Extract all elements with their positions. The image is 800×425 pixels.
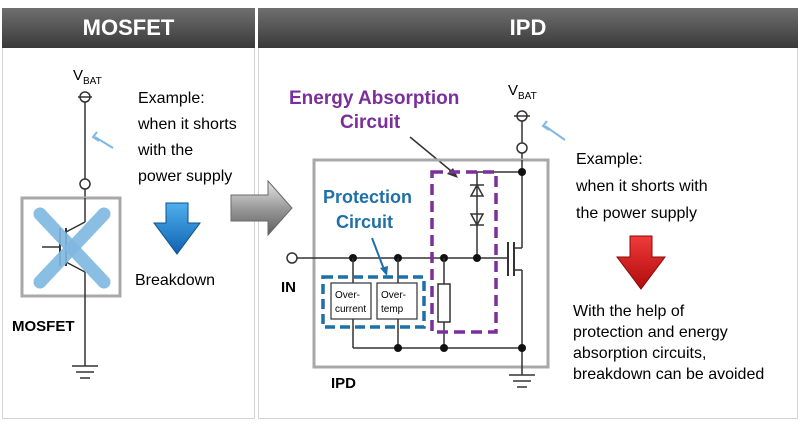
ipd-in-label: IN xyxy=(281,279,296,296)
ipd-result-line-3: absorption circuits, xyxy=(573,345,706,362)
mosfet-circuit: VBAT xyxy=(12,67,237,379)
ipd-in-terminal xyxy=(286,252,298,264)
mosfet-ground-icon xyxy=(72,365,98,379)
protection-circuit-box xyxy=(321,275,426,329)
overcurrent-line-1: Over- xyxy=(335,290,360,301)
avoided-down-arrow xyxy=(616,235,666,290)
mosfet-example-line-3: with the xyxy=(137,142,193,159)
overtemp-line-1: Over- xyxy=(381,290,406,301)
ipd-header: IPD xyxy=(258,8,798,48)
ipd-example-line-1: Example: xyxy=(576,151,643,168)
ipd-circuit: Energy Absorption Circuit VBAT xyxy=(281,82,764,392)
mosfet-panel xyxy=(2,48,255,419)
mosfet-vbat-label: VBAT xyxy=(73,67,102,87)
ipd-drain-terminal xyxy=(516,142,528,154)
ipd-panel xyxy=(258,48,798,419)
ipd-ground-icon xyxy=(509,374,535,388)
overtemp-block xyxy=(376,282,418,320)
mosfet-header-title: MOSFET xyxy=(82,15,175,40)
mosfet-device-label: MOSFET xyxy=(12,318,75,335)
protection-circuit-title-line-1: Protection xyxy=(323,187,412,207)
ipd-header-title: IPD xyxy=(509,15,547,40)
ipd-result-line-2: protection and energy xyxy=(573,324,728,341)
energy-circuit-title-line-1: Energy Absorption xyxy=(289,88,459,109)
ipd-result-line-4: breakdown can be avoided xyxy=(573,366,764,383)
ipd-result-line-1: With the help of xyxy=(573,303,685,320)
node-dot xyxy=(518,168,526,176)
ipd-device-label: IPD xyxy=(331,375,356,392)
protection-circuit-title-line-2: Circuit xyxy=(336,212,393,232)
overcurrent-line-2: current xyxy=(335,304,366,315)
ipd-box xyxy=(312,158,550,369)
protection-pointer-arrow xyxy=(371,237,386,273)
zener-diode-icon xyxy=(469,183,485,227)
transition-arrow xyxy=(230,179,293,237)
energy-circuit-title-line-2: Circuit xyxy=(340,112,401,133)
overtemp-line-2: temp xyxy=(381,304,404,315)
ipd-example-line-3: the power supply xyxy=(576,205,697,222)
mosfet-header: MOSFET xyxy=(2,8,255,48)
ipd-example-line-2: when it shorts with xyxy=(575,178,708,195)
mosfet-example-line-4: power supply xyxy=(138,168,232,185)
energy-pointer-arrow xyxy=(409,136,457,176)
breakdown-down-arrow xyxy=(153,202,201,255)
energy-absorption-box xyxy=(430,170,498,334)
ipd-short-pointer-arrow xyxy=(544,125,566,141)
mosfet-example-line-2: when it shorts xyxy=(137,116,237,133)
mosfet-drain-terminal xyxy=(79,178,91,190)
mosfet-example-line-1: Example: xyxy=(138,90,205,107)
overcurrent-block xyxy=(330,282,372,320)
resistor-icon xyxy=(437,283,451,323)
ipd-vbat-label: VBAT xyxy=(508,82,537,102)
short-pointer-arrow xyxy=(94,136,114,149)
breakdown-label: Breakdown xyxy=(135,272,215,289)
